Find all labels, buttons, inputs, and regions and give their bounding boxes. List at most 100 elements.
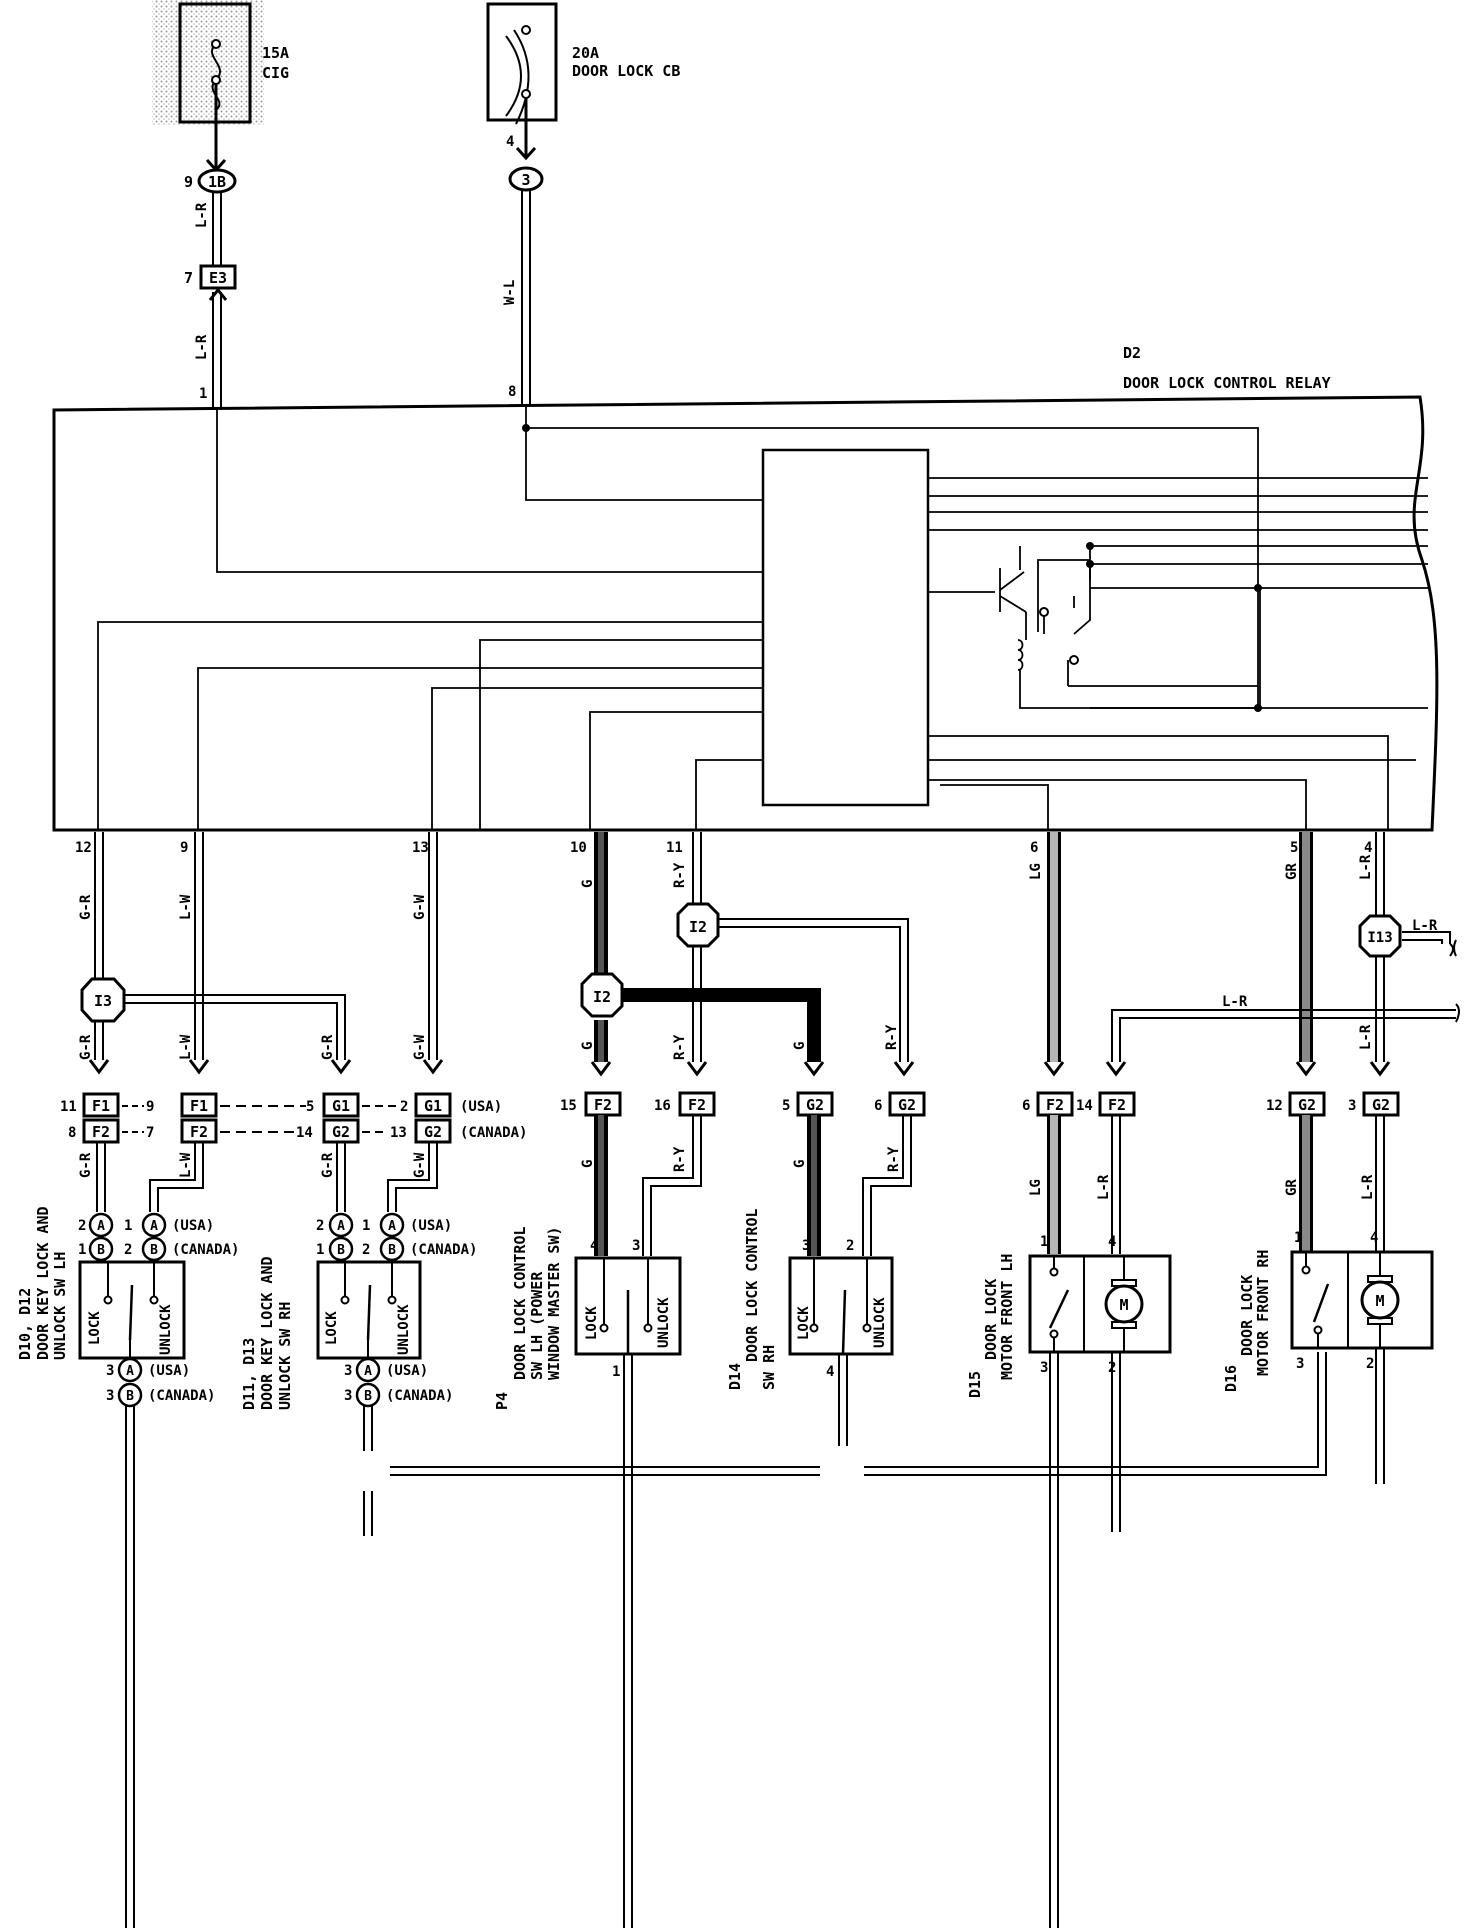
- conn-a-5: A: [388, 1219, 396, 1234]
- conn-b-5: B: [388, 1243, 396, 1258]
- d11-key-switch-rh: A B A B 2 1 1 2 (USA) (CANADA) LOCK UNLO…: [240, 1212, 477, 1410]
- conn-f2-d: F2: [688, 1096, 706, 1114]
- wire-r-y-5: R-Y: [886, 1146, 902, 1172]
- wire-g-2: G: [580, 1042, 596, 1050]
- wire-l-r-r5: L-R: [1096, 1174, 1112, 1200]
- wire-g-w-1: G-W: [412, 894, 428, 920]
- pin-3-c: 3: [344, 1363, 352, 1379]
- wire-lg-1: LG: [1028, 863, 1044, 880]
- unlock-label-d14: UNLOCK: [872, 1297, 888, 1348]
- wire-g-r-1: G-R: [78, 894, 94, 920]
- d11-line1: DOOR KEY LOCK AND: [258, 1256, 276, 1410]
- wire-g-w-3: G-W: [412, 1152, 428, 1178]
- pin-8-a: 8: [68, 1125, 76, 1141]
- relay-pin-11: 11: [666, 840, 683, 856]
- p4-pin-4: 4: [590, 1238, 598, 1254]
- wire-gr-2: GR: [1284, 1179, 1300, 1196]
- conn-f1-a: F1: [92, 1097, 110, 1115]
- unlock-label-d11: UNLOCK: [396, 1304, 412, 1355]
- wire-g-1: G: [580, 880, 596, 888]
- wire-g-r-3: G-R: [320, 1034, 336, 1060]
- pin-11-a: 11: [60, 1099, 77, 1115]
- pin-5-b: 5: [782, 1098, 790, 1114]
- cig-fuse: 15A CIG: [152, 0, 289, 125]
- door-lock-control-relay: D2 DOOR LOCK CONTROL RELAY: [52, 344, 1439, 832]
- pin-12-a: 12: [1266, 1098, 1283, 1114]
- pin-9-a: 9: [146, 1099, 154, 1115]
- cb-name: DOOR LOCK CB: [572, 62, 680, 80]
- relay-name: DOOR LOCK CONTROL RELAY: [1123, 374, 1331, 392]
- d11-id: D11: [240, 1383, 258, 1410]
- unlock-label-d10: UNLOCK: [158, 1304, 174, 1355]
- wire-l-w-1: L-W: [178, 894, 194, 920]
- pin-6-b: 6: [1022, 1098, 1030, 1114]
- region-usa-2: (USA): [172, 1218, 214, 1234]
- wire-r-y-3: R-Y: [884, 1024, 900, 1050]
- conn-b-4: B: [337, 1243, 345, 1258]
- wire-g-r-2: G-R: [78, 1034, 94, 1060]
- wire-w-l: W-L: [502, 280, 518, 305]
- cig-fuse-rating: 15A: [262, 44, 289, 62]
- conn-g2-d: G2: [898, 1096, 916, 1114]
- d10-sep: , D12: [16, 1288, 34, 1333]
- conn-f2-c: F2: [594, 1096, 612, 1114]
- conn-g2-a: G2: [332, 1123, 350, 1141]
- conn-a-3: A: [126, 1364, 134, 1379]
- top-wires: 1B 9 L-R E3 7 L-R 1 4 3 W-L 8: [184, 84, 544, 407]
- d14-line2: SW RH: [760, 1345, 778, 1390]
- d14-pin-4: 4: [826, 1364, 834, 1380]
- conn-f2-e: F2: [1046, 1096, 1064, 1114]
- conn-g2-e: G2: [1298, 1096, 1316, 1114]
- relay-pin-12: 12: [75, 840, 92, 856]
- d10-id: D10: [16, 1333, 34, 1360]
- relay-pin-10: 10: [570, 840, 587, 856]
- wire-r-y-1: R-Y: [672, 862, 688, 888]
- lock-label-d14: LOCK: [796, 1306, 812, 1340]
- conn-a-6: A: [364, 1364, 372, 1379]
- relay-pin-5: 5: [1290, 840, 1298, 856]
- d16-line2: MOTOR FRONT RH: [1254, 1250, 1272, 1376]
- pin-1-c: 1: [124, 1218, 132, 1234]
- p4-line3: WINDOW MASTER SW): [545, 1226, 563, 1380]
- cb-rating: 20A: [572, 44, 599, 62]
- relay-pin-4: 4: [1364, 840, 1372, 856]
- conn-b-3: B: [126, 1389, 134, 1404]
- e3-connector: E3: [209, 269, 227, 287]
- d10-line2: UNLOCK SW LH: [51, 1252, 69, 1360]
- splice-i2-a: I2: [689, 918, 707, 936]
- wire-g-5: G: [792, 1160, 808, 1168]
- p4-line2: SW LH (POWER: [528, 1271, 546, 1380]
- d14-door-lock-control-sw-rh: 3 2 LOCK UNLOCK 4 D14 DOOR LOCK CONTROL …: [726, 1208, 894, 1390]
- left-wires: G-R L-W G-W G-R L-W G-R G-W I3: [78, 832, 444, 1075]
- pin-16-a: 16: [654, 1098, 671, 1114]
- d15-pin-3: 3: [1040, 1360, 1048, 1376]
- conn-b-1: B: [97, 1243, 105, 1258]
- pin-14-a: 14: [296, 1125, 313, 1141]
- p4-pin-3: 3: [632, 1238, 640, 1254]
- d16-door-lock-motor-front-rh: 1 4 M 3 2 D16 DOOR LOCK MOTOR FRONT RH: [1222, 1230, 1434, 1392]
- cb-pin: 4: [506, 134, 514, 150]
- d14-pin-2: 2: [846, 1238, 854, 1254]
- d11-title-line0: D11, D13: [240, 1338, 258, 1410]
- d15-line2: MOTOR FRONT LH: [998, 1254, 1016, 1380]
- lock-label-d10: LOCK: [87, 1311, 103, 1345]
- wire-gr-1: GR: [1284, 863, 1300, 880]
- wire-l-w-2: L-W: [178, 1034, 194, 1060]
- pin-3-a: 3: [106, 1363, 114, 1379]
- e3-pin: 7: [184, 269, 193, 287]
- d14-id: D14: [726, 1363, 744, 1390]
- pin-2-c: 2: [124, 1242, 132, 1258]
- pin-1-b: 1: [78, 1242, 86, 1258]
- d10-line1: DOOR KEY LOCK AND: [34, 1206, 52, 1360]
- d16-pin-1: 1: [1294, 1230, 1302, 1246]
- conn-f2-b: F2: [190, 1123, 208, 1141]
- pin-3-e: 3: [1348, 1098, 1356, 1114]
- pin-5-a: 5: [306, 1099, 314, 1115]
- pin-1-d: 1: [316, 1242, 324, 1258]
- pin-2-d: 2: [316, 1218, 324, 1234]
- conn-f1-b: F1: [190, 1097, 208, 1115]
- door-lock-cb: 20A DOOR LOCK CB: [486, 2, 680, 125]
- conn-a-1: A: [97, 1219, 105, 1234]
- splice-i3: I3: [94, 992, 112, 1010]
